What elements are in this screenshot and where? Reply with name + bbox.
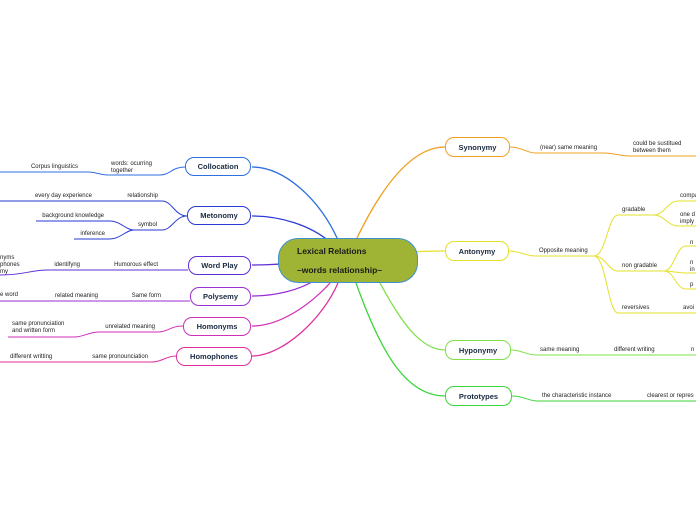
- topic-hyponymy[interactable]: Hyponymy: [445, 340, 511, 360]
- subtopic-different-writing[interactable]: different writing: [614, 347, 655, 353]
- subtopic-avoi[interactable]: avoi: [683, 305, 695, 311]
- subtopic-reversives[interactable]: reversives: [622, 305, 650, 311]
- subtopic-n-in[interactable]: n in: [690, 260, 695, 273]
- subtopic-compa[interactable]: compa: [680, 193, 696, 199]
- topic-label: Word Play: [201, 261, 238, 270]
- subtopic-same-pronounciation[interactable]: same pronounciation: [92, 354, 148, 360]
- topic-label: Hyponymy: [458, 345, 498, 355]
- subtopic-inference[interactable]: inference: [80, 231, 105, 237]
- subtopic-gradable[interactable]: gradable: [622, 207, 646, 213]
- subtopic-symbol[interactable]: symbol: [137, 222, 157, 228]
- topic-homonyms[interactable]: Homonyms: [183, 317, 251, 336]
- subtopic-near-same-meaning[interactable]: (near) same meaning: [540, 145, 598, 151]
- topic-label: Synonymy: [458, 142, 497, 152]
- topic-word-play[interactable]: Word Play: [188, 256, 251, 275]
- subtopic-n-hyponymy[interactable]: n: [691, 347, 695, 353]
- topic-label: Homonyms: [196, 322, 238, 331]
- topic-collocation[interactable]: Collocation: [185, 157, 251, 176]
- subtopic-n-1[interactable]: n: [690, 240, 694, 246]
- subtopic-clearest-or-repres[interactable]: clearest or repres: [647, 393, 694, 399]
- subtopic-p[interactable]: p: [690, 282, 694, 288]
- topic-polysemy[interactable]: Polysemy: [190, 287, 251, 306]
- subtopic-clipped-polysemy[interactable]: e word: [0, 292, 19, 298]
- subtopic-background-knowledge[interactable]: background knowledge: [42, 213, 104, 219]
- topic-synonymy[interactable]: Synonymy: [445, 137, 510, 157]
- subtopic-characteristic-instance[interactable]: the characteristic instance: [542, 393, 612, 399]
- subtopic-same-form[interactable]: Same form: [131, 293, 161, 299]
- subtopic-corpus-linguistics[interactable]: Corpus linguistics: [30, 164, 78, 170]
- subtopic-clipped-word-play[interactable]: nyms phones my: [0, 255, 20, 275]
- subtopic-humorous-effect[interactable]: Humorous effect: [114, 262, 158, 268]
- subtopic-same-pronunciation-written[interactable]: same pronunciation and written form: [12, 321, 65, 334]
- topic-label: Polysemy: [202, 292, 239, 301]
- topic-homophones[interactable]: Homophones: [176, 347, 252, 366]
- topic-label: Antonymy: [458, 246, 496, 256]
- subtopic-could-be-sustitued[interactable]: could be sustitued between them: [633, 141, 682, 154]
- topic-prototypes[interactable]: Prototypes: [445, 386, 512, 406]
- subtopic-non-gradable[interactable]: non gradable: [622, 263, 658, 269]
- subtopic-related-meaning[interactable]: related meaning: [54, 293, 98, 299]
- topic-label: Metonomy: [200, 211, 238, 220]
- subtopic-opposite-meaning[interactable]: Opposite meaning: [539, 248, 588, 254]
- subtopic-same-meaning[interactable]: same meaning: [540, 347, 580, 353]
- central-topic[interactable]: Lexical Relations –words relationship–: [278, 238, 418, 283]
- subtopic-words-ocurring[interactable]: words: ocurring together: [111, 161, 153, 174]
- subtopic-identifying[interactable]: identifyng: [54, 262, 80, 268]
- subtopic-relationship[interactable]: relationship: [127, 193, 158, 199]
- topic-label: Collocation: [197, 162, 239, 171]
- central-title: Lexical Relations: [297, 246, 367, 256]
- topic-label: Homophones: [190, 352, 238, 361]
- subtopic-unrelated-meaning[interactable]: unrelated meaning: [105, 324, 155, 330]
- topic-label: Prototypes: [458, 391, 499, 401]
- central-subtitle: –words relationship–: [297, 265, 383, 275]
- subtopic-every-day-experience[interactable]: every day experience: [34, 193, 92, 199]
- subtopic-different-writting[interactable]: different writting: [10, 354, 53, 360]
- topic-metonomy[interactable]: Metonomy: [187, 206, 251, 225]
- topic-antonymy[interactable]: Antonymy: [445, 241, 509, 261]
- subtopic-one-d-imply[interactable]: one d imply: [680, 212, 696, 225]
